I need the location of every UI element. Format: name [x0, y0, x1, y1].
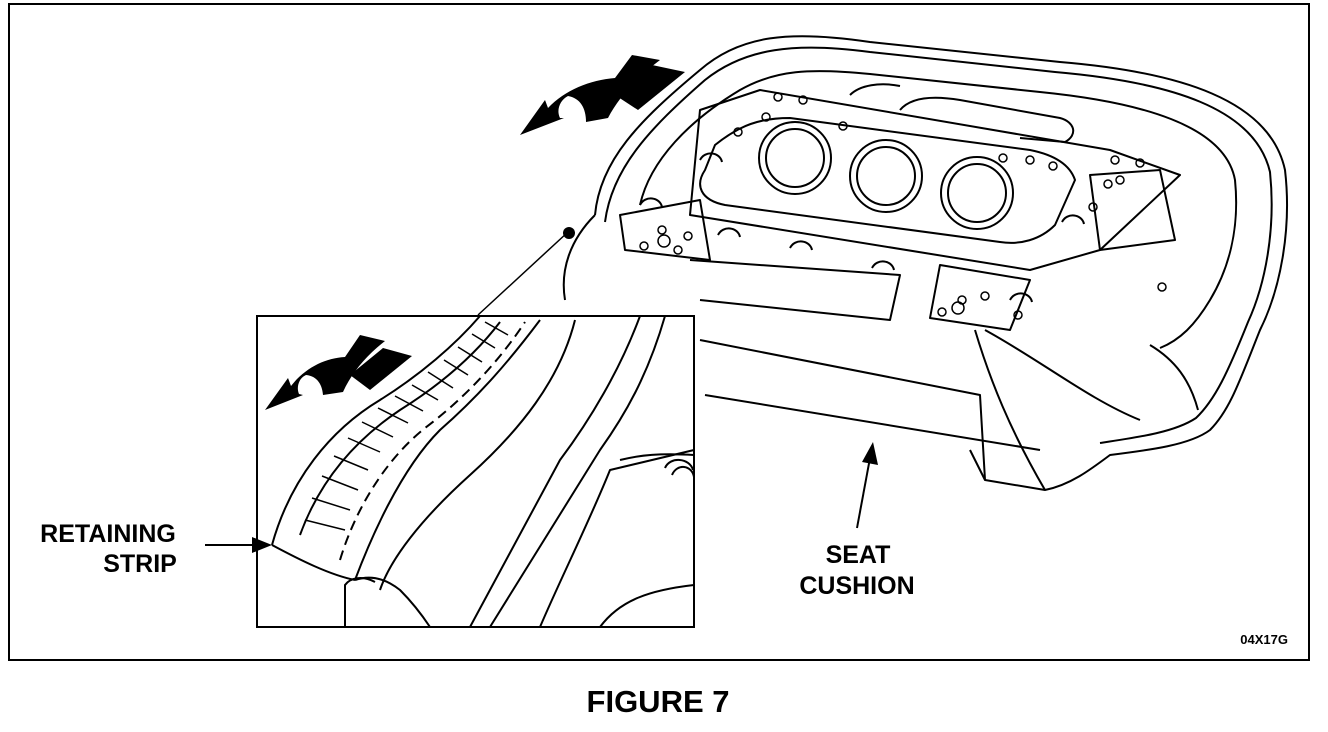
figure-caption: FIGURE 7 — [587, 684, 730, 719]
detail-pointer-dot — [563, 227, 575, 239]
seat-cushion-leader-arrow — [856, 442, 878, 529]
inset-pull-direction-arrow-icon — [265, 335, 412, 410]
figure-code-label: 04X17G — [1240, 632, 1288, 647]
seat-cushion-label-line1: SEAT — [826, 541, 891, 569]
pull-direction-arrow-icon — [520, 55, 685, 135]
seat-cushion-drawing — [477, 35, 1288, 491]
retaining-strip-label-line2: STRIP — [103, 550, 177, 578]
seat-cushion-label-line2: CUSHION — [799, 572, 914, 600]
retaining-strip-leader-arrow — [205, 537, 272, 553]
retaining-strip-label-line1: RETAINING — [40, 520, 176, 548]
